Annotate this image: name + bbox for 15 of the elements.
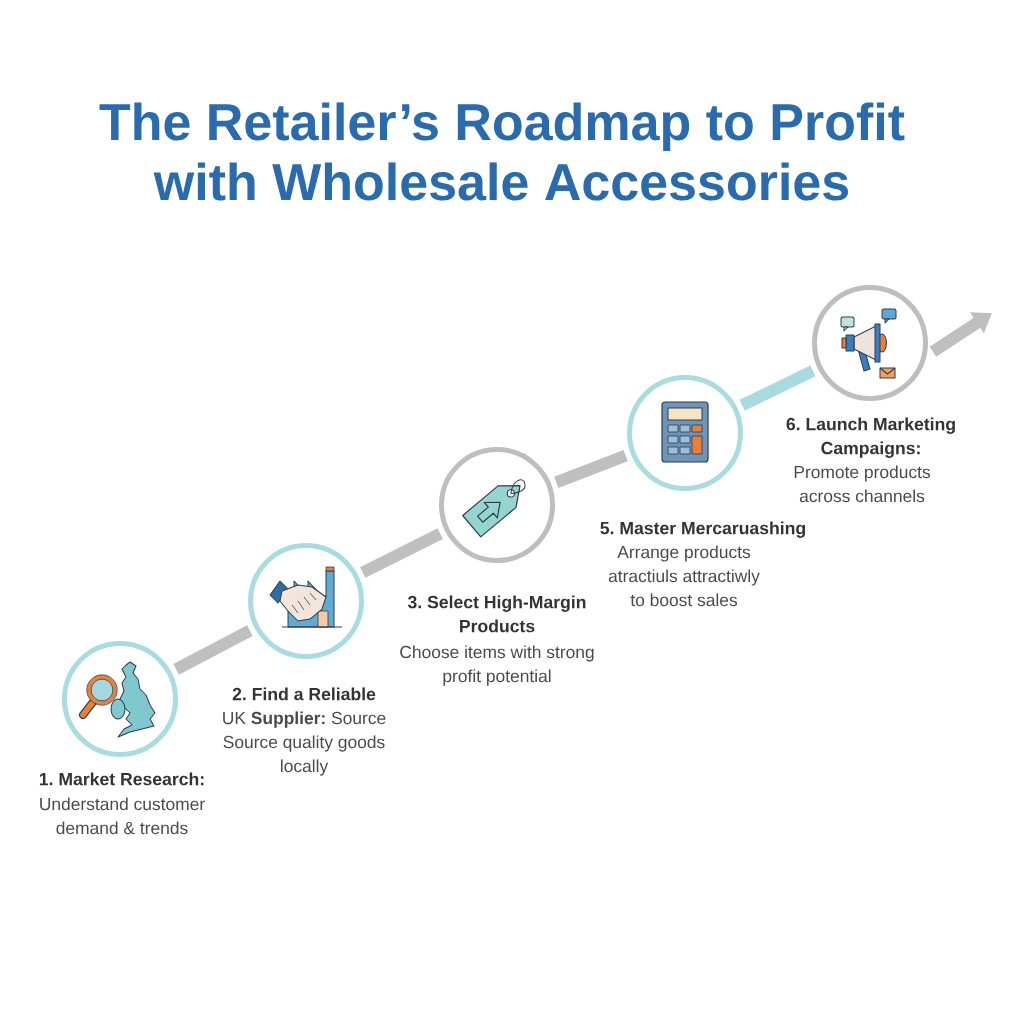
- step-heading: 5. Master Mercaruashing: [600, 521, 805, 538]
- connector-bar: [739, 365, 816, 411]
- step-heading: 1. Market Research:: [39, 772, 204, 786]
- connector-bar: [360, 528, 443, 578]
- step-description: Promote products across channels: [794, 465, 930, 503]
- step-description: Arrange products atractiuls attractiwly to boost sales: [608, 545, 760, 607]
- title: The Retailer’s Roadmap to Profit with Wholesale Accessories: [99, 102, 905, 201]
- step-description: Choose items with strong profit potential: [400, 645, 594, 686]
- step-description: Understand customer demand & trends: [40, 797, 205, 835]
- step-heading: 3. Select High-Margin Products: [407, 595, 586, 633]
- connector-bar: [173, 625, 253, 675]
- connector-bar: [554, 450, 628, 488]
- step-description: UK Supplier: Source Source quality goods locally: [223, 711, 386, 776]
- step-heading: 2. Find a Reliable: [232, 687, 376, 701]
- step-heading: 6. Launch Marketing Campaigns:: [786, 417, 955, 458]
